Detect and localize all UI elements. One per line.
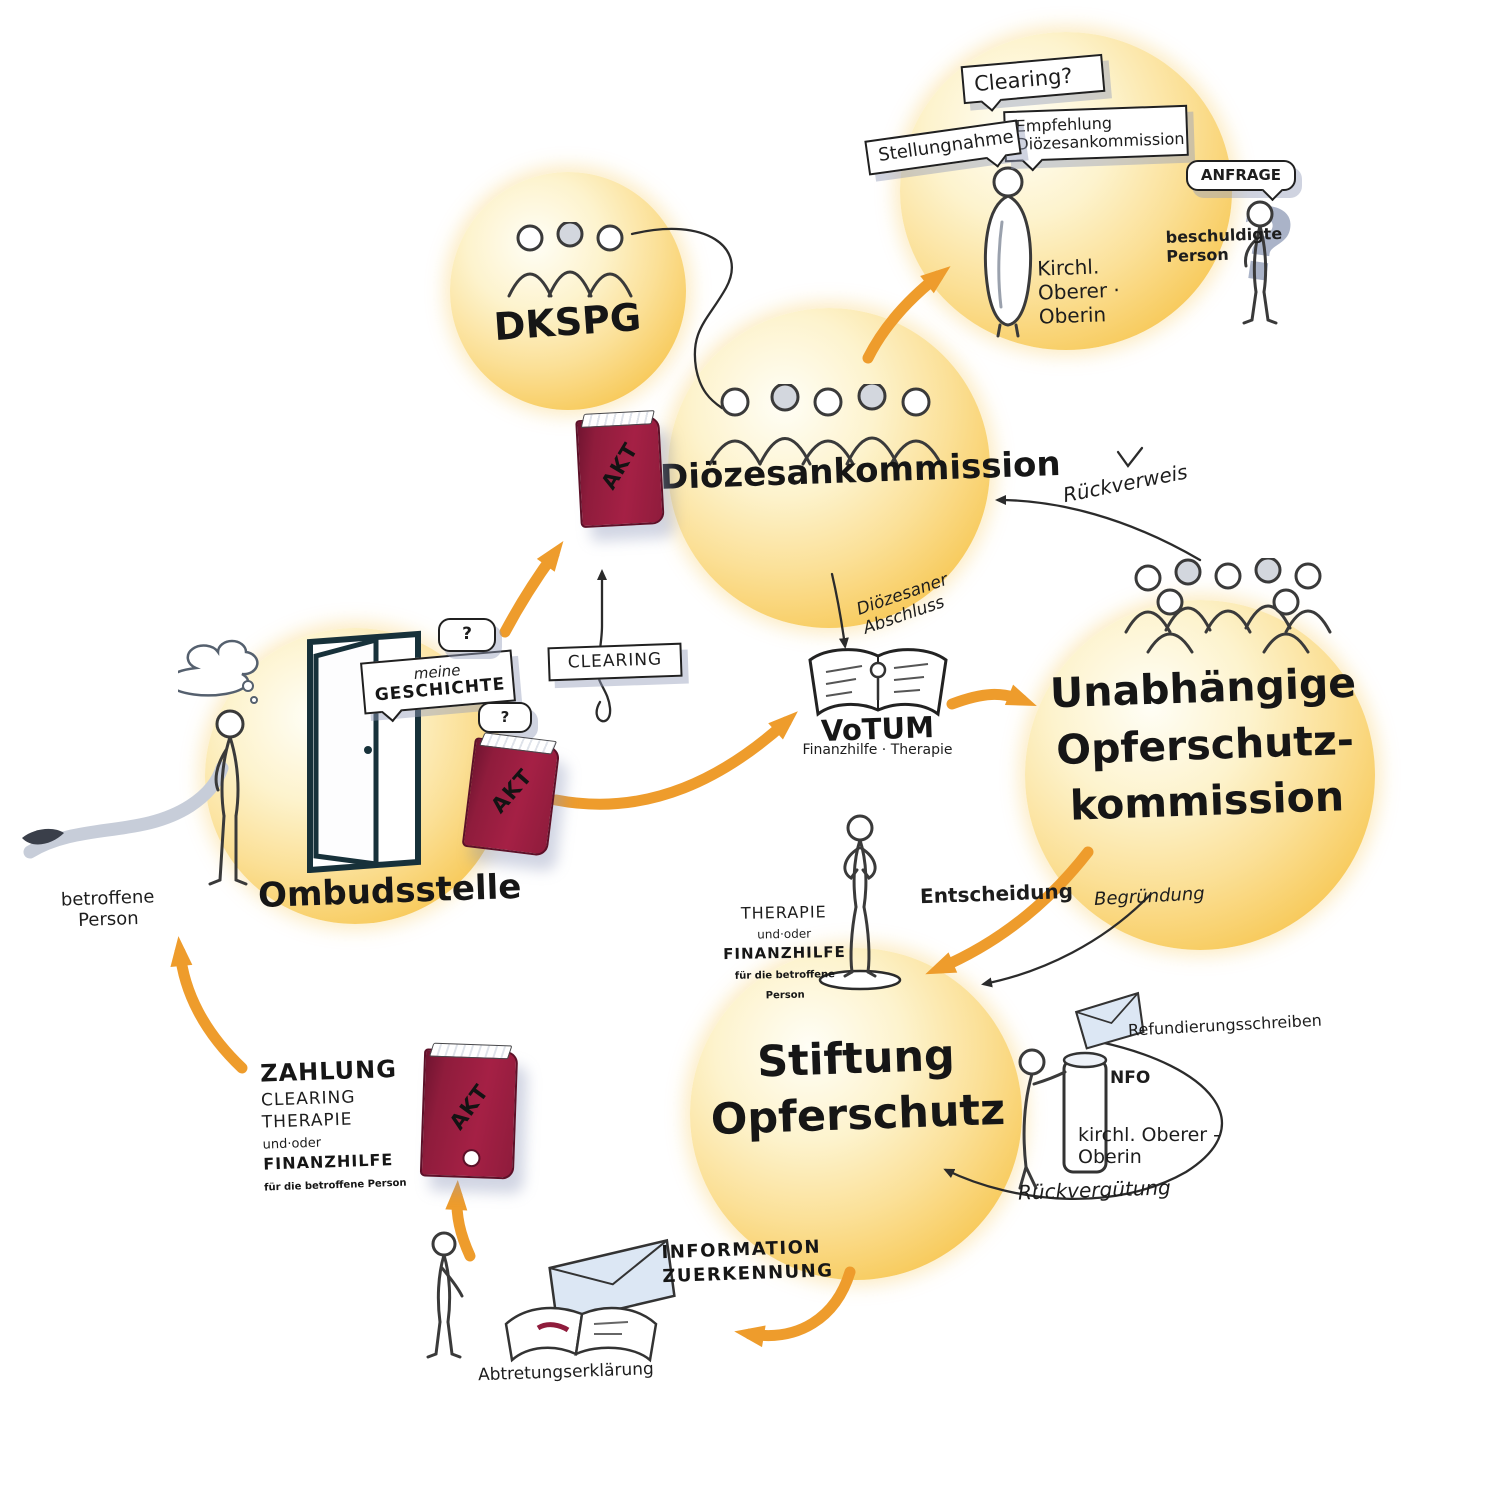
abtretung-letter-icon (486, 1228, 686, 1368)
question-bubble-2: ? (478, 702, 532, 734)
accused-person-icon (1224, 196, 1314, 326)
arrow-ombudsstelle-to-votum (550, 711, 798, 810)
arrow-zahlung-to-betroffene (170, 936, 248, 1074)
stiftung-line1: Stiftung (756, 1030, 956, 1088)
check-rueckverweis (1116, 446, 1144, 468)
rueckverweis-label: Rückverweis (1060, 459, 1190, 508)
zahlung-leistungen-block: ZAHLUNG CLEARING THERAPIE und·oder FINAN… (260, 1053, 415, 1196)
anfrage-bubble: ANFRAGE (1186, 160, 1296, 202)
kommission-line2: Opferschutz- (1055, 715, 1355, 774)
binder-ring-hole (461, 1148, 481, 1168)
akt-binder-ombudsstelle: AKT (461, 732, 561, 857)
betroffene-line1: betroffene (60, 886, 155, 911)
dioezesankommission-group-icon (700, 381, 950, 466)
akt-binder-label: AKT (486, 763, 538, 818)
kommission-line1: Unabhängige (1049, 658, 1357, 718)
betroffene-line2: Person (77, 907, 139, 932)
akt-binder-label: AKT (596, 438, 643, 494)
zuerkennung-label: ZUERKENNUNG (662, 1260, 834, 1288)
stiftung-person-icon (815, 812, 905, 992)
therapie-line: THERAPIE (740, 902, 827, 923)
akt-binder-dioezesan: AKT (575, 410, 665, 529)
nfo-label: NFO (1110, 1068, 1151, 1088)
beschuldigte-person-label: beschuldigte Person (1165, 224, 1282, 266)
dkspg-group-icon (505, 220, 635, 298)
finanzhilfe-line: FINANZHILFE (262, 1150, 394, 1174)
beschuldigte-line1: beschuldigte (1165, 223, 1283, 247)
oberer-pedestal-icon (1002, 1032, 1132, 1192)
therapie-line: THERAPIE (261, 1109, 353, 1133)
signing-person-icon (412, 1230, 482, 1360)
rueckverguetung-label: Rückvergütung (1017, 1175, 1172, 1205)
information-label: INFORMATION (661, 1236, 822, 1264)
ombudsstelle-label: Ombudsstelle (257, 866, 522, 917)
kommission-line3: kommission (1069, 772, 1345, 830)
kommission-label: Unabhängige Opferschutz- kommission (1032, 654, 1378, 835)
stiftung-label: Stiftung Opferschutz (696, 1026, 1018, 1149)
betroffene-person-label: betroffene Person (47, 886, 168, 932)
binder-pages (580, 410, 655, 429)
geschichte-text: GESCHICHTE (374, 674, 507, 706)
finanzhilfe-line: FINANZHILFE (723, 942, 846, 964)
binder-pages (478, 732, 557, 755)
zahlung-line: ZAHLUNG (259, 1054, 398, 1088)
betroffene-person-icon (166, 628, 298, 896)
fuer-person-line: für die betroffene Person (263, 1177, 407, 1194)
clearing-bubble: CLEARING (547, 642, 683, 681)
kommission-group-icon (1118, 556, 1338, 654)
akt-binder-zahlung: AKT (419, 1042, 519, 1180)
therapie-finanzhilfe-block: THERAPIE und·oder FINANZHILFE für die be… (721, 902, 848, 1004)
clearing-line: CLEARING (260, 1087, 356, 1111)
votum-subtitle: Finanzhilfe · Therapie (802, 742, 953, 758)
refundierungsschreiben-label: Refundierungsschreiben (1127, 1010, 1323, 1040)
line-rueckverweis (995, 495, 1202, 562)
beschuldigte-line2: Person (1166, 244, 1230, 266)
arrow-ombudsstelle-to-dioezesan (499, 541, 564, 638)
kirchl-label-line2: Oberer · Oberin (1037, 277, 1121, 329)
kirchl-oberer-person-icon (968, 162, 1048, 338)
votum-book-icon (798, 642, 958, 732)
anfrage-text: ANFRAGE (1200, 166, 1282, 184)
akt-binder-label: AKT (444, 1079, 494, 1134)
binder-pages (429, 1042, 514, 1060)
empfehlung-bubble: Empfehlung Diözesankommission (1003, 104, 1189, 172)
kirchl-oberer-oberin-label: kirchl. Oberer - Oberin (1078, 1124, 1221, 1168)
undoder-line: und·oder (757, 926, 812, 942)
road-rock (22, 828, 64, 845)
undoder-line: und·oder (262, 1135, 322, 1153)
kirchl-label-line1: Kirchl. (1036, 254, 1100, 281)
fuer-person-line: für die betroffene Person (734, 969, 835, 1002)
entscheidung-label: Entscheidung (919, 878, 1074, 909)
arrow-votum-to-kommission (946, 684, 1037, 710)
refund-envelope-icon (1072, 989, 1151, 1052)
information-zuerkennung-block: INFORMATION ZUERKENNUNG (661, 1235, 843, 1290)
question-bubble-1: ? (438, 618, 496, 652)
stiftung-line2: Opferschutz (710, 1084, 1006, 1145)
